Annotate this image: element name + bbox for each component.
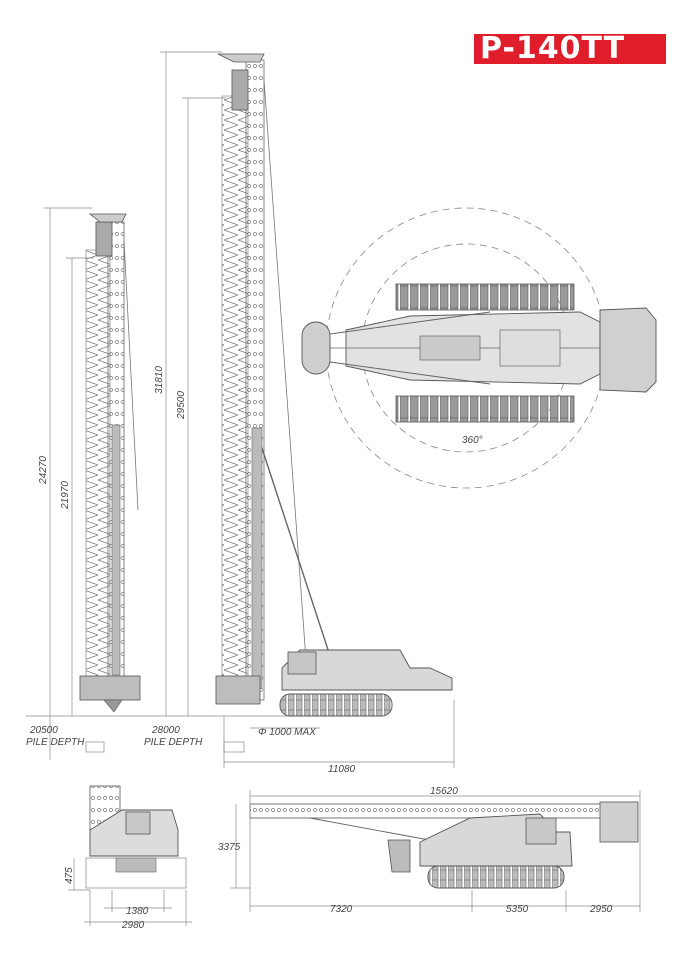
left-mast-top — [88, 213, 127, 223]
center-pile-marker — [223, 741, 245, 753]
top-track-upper — [395, 283, 575, 311]
side-view — [249, 801, 639, 889]
center-rotary-head — [231, 69, 249, 111]
left-dimension-lines — [26, 207, 330, 760]
top-mast-head — [301, 321, 331, 375]
front-track-inner-dim: 1380 — [126, 906, 149, 917]
front-view — [85, 785, 187, 889]
center-base — [215, 675, 261, 705]
center-cabin — [287, 651, 317, 675]
front-dimension-lines — [68, 858, 192, 926]
side-seg-3-dim: 2950 — [589, 904, 613, 915]
side-cabin — [525, 817, 557, 845]
top-track-lower — [395, 395, 575, 423]
front-cabin — [125, 811, 151, 835]
center-mast-total-dim: 31810 — [154, 366, 165, 394]
left-mast-inner-dim: 21970 — [60, 481, 71, 510]
left-base — [79, 675, 141, 701]
model-logo: P-140TT — [474, 34, 666, 64]
left-pile-depth-label: PILE DEPTH — [26, 737, 85, 748]
center-mast-top — [217, 53, 265, 63]
center-auger — [221, 95, 249, 687]
top-counterweight — [599, 307, 657, 393]
side-dimension-lines — [230, 790, 641, 912]
diameter-dim: Φ 1000 MAX — [258, 727, 316, 738]
side-height-dim: 3375 — [218, 842, 241, 853]
left-pile-depth-value: 20500 — [29, 725, 58, 736]
center-tracks — [279, 693, 393, 717]
left-rig — [79, 213, 141, 713]
left-auger — [85, 249, 111, 681]
center-mast-inner-dim: 29500 — [176, 391, 187, 420]
left-rotary-head — [95, 221, 113, 257]
center-dimension-lines — [160, 51, 455, 768]
side-tracks — [427, 865, 565, 889]
side-mast-head — [599, 801, 639, 843]
side-length-total-dim: 15620 — [430, 786, 458, 797]
side-mast-foot — [387, 839, 411, 873]
rotation-label: 360° — [462, 435, 483, 446]
left-pile-marker — [85, 741, 105, 753]
top-view — [301, 207, 657, 489]
side-seg-1-dim: 7320 — [330, 904, 353, 915]
center-pile-depth-value: 28000 — [151, 725, 180, 736]
front-height-dim: 475 — [64, 867, 75, 884]
center-rig — [215, 53, 453, 717]
front-track-outer-dim: 2980 — [121, 920, 145, 931]
reach-dim: 11080 — [328, 764, 356, 775]
center-carrier-body — [281, 649, 453, 691]
side-seg-2-dim: 5350 — [506, 904, 529, 915]
side-mast — [249, 803, 631, 819]
left-mast-total-dim: 24270 — [38, 456, 49, 485]
center-pile-depth-label: PILE DEPTH — [144, 737, 203, 748]
